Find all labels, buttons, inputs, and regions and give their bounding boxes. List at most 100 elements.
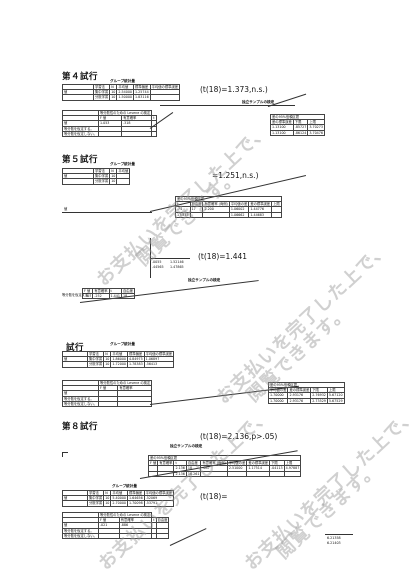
caption-indep-test-4: 独立サンプルの検定 xyxy=(242,100,275,104)
rule-line xyxy=(150,258,190,259)
section-heading-5: 第５試行 xyxy=(62,155,99,165)
row-label: 等分散を仮定しない。 xyxy=(62,532,99,539)
cell: 5.67529 xyxy=(326,397,345,404)
value: 1.52146 xyxy=(170,260,184,264)
row-label: 等分散を仮定する。 xyxy=(62,527,99,534)
col-header: 平均値の標準誤差 xyxy=(149,83,181,91)
cell: 3.70476 xyxy=(307,129,325,136)
value: 6.21403 xyxy=(327,541,341,545)
cell: 2.136 xyxy=(173,470,187,477)
cell: 10 xyxy=(109,178,118,185)
row-label: 等分散を仮定しない。 xyxy=(62,400,99,407)
row-label: 等分散を仮定する。 xyxy=(62,125,99,132)
cell: 1.64656 xyxy=(127,495,145,502)
cell: .53791 xyxy=(143,500,175,507)
levene-label: 等分散性のための Levene の検定 xyxy=(97,379,153,387)
cell: .86124 xyxy=(292,129,309,136)
cell: 2.54000 xyxy=(116,89,135,96)
rule-diagonal xyxy=(169,528,207,546)
cell: 分散学習 xyxy=(86,500,105,507)
cell: 1.44683 xyxy=(248,211,273,218)
cell: 18 xyxy=(120,293,135,300)
result-text-8: (t(18)=2.136,p>.05) xyxy=(200,432,278,441)
table-row: 等分散を仮定しない。 xyxy=(62,532,170,539)
cell: 10 xyxy=(109,94,118,101)
rule-vertical xyxy=(62,452,63,457)
cell: 1.86000 xyxy=(110,356,129,363)
cell: 分散学習 xyxy=(86,361,105,368)
rule-line xyxy=(325,534,353,535)
cell: 1.72000 xyxy=(110,361,129,368)
col-header: 標準偏差 xyxy=(133,83,151,91)
cell: 自由度 xyxy=(120,287,135,295)
cell: .252 xyxy=(92,293,110,300)
cell: 差の標準誤差 xyxy=(248,201,273,208)
cell: 4.84975 xyxy=(127,356,145,363)
cell: 5.40000 xyxy=(110,495,129,502)
caption-group-stats-4: グループ統計量 xyxy=(110,79,135,83)
value: 1.47865 xyxy=(170,265,184,269)
value: .44565 xyxy=(152,265,164,269)
cell: 差の標準誤差 xyxy=(270,119,294,126)
table-row: 等分散を仮定しない。 xyxy=(62,130,157,137)
col-header: 平均値 xyxy=(116,167,131,175)
caption-indep-test-8: 独立サンプルの検定 xyxy=(170,444,203,448)
rule-line xyxy=(160,105,295,106)
cell: 1.13100 xyxy=(270,129,294,136)
cell: 2.73529 xyxy=(310,397,328,404)
result-text-9: (t(18)= xyxy=(200,492,228,501)
cell: 1.78383 xyxy=(127,361,145,368)
row-label: 等分散を仮定する。 xyxy=(62,395,99,402)
cell: 2.70000 xyxy=(110,500,129,507)
section-heading-8: 第８試行 xyxy=(62,422,99,432)
result-text-6: (t(18)=1.441 xyxy=(198,252,248,261)
result-text-5: =1.251,n.s.) xyxy=(212,171,259,180)
cell: 有意確率 xyxy=(157,460,175,467)
cell: .56413 xyxy=(143,361,175,368)
value: 6.21358 xyxy=(327,536,341,540)
cell: .04113 xyxy=(269,465,285,472)
cell: 分散学習 xyxy=(92,94,111,101)
cell xyxy=(149,94,181,101)
col-header: 標準偏差 xyxy=(127,489,145,497)
cell: 1.441 xyxy=(108,293,123,300)
value: .0055 xyxy=(152,260,162,264)
cell: 5.67120 xyxy=(326,392,345,399)
cell: 10 xyxy=(103,361,112,368)
table-row: 平均値の差差の標準誤差下限上限 xyxy=(267,387,345,394)
cell: 4.97887 xyxy=(283,465,302,472)
cell: .85727 xyxy=(292,124,309,131)
cell: 分散学習 xyxy=(92,178,111,185)
table-row: 等分散を仮定しない。 xyxy=(62,400,153,407)
row-label: 値 xyxy=(64,207,68,211)
levene-table-7: 等分散性のための Levene の検定 F 値有意確率 値 等分散を仮定する。 … xyxy=(62,379,153,407)
cell: 平均値の差 xyxy=(228,201,250,208)
caption-group-stats-5: グループ統計量 xyxy=(110,162,135,166)
cell: 2.93176 xyxy=(287,397,312,404)
cell: 1.70098 xyxy=(127,500,145,507)
caption-indep-test-6: 独立サンプルの検定 xyxy=(188,278,221,282)
row-label: 等分散を仮定しない。 xyxy=(62,130,99,137)
row-label: 等分散を仮定する。 xyxy=(62,293,92,297)
col-header: 標準偏差 xyxy=(127,350,145,358)
